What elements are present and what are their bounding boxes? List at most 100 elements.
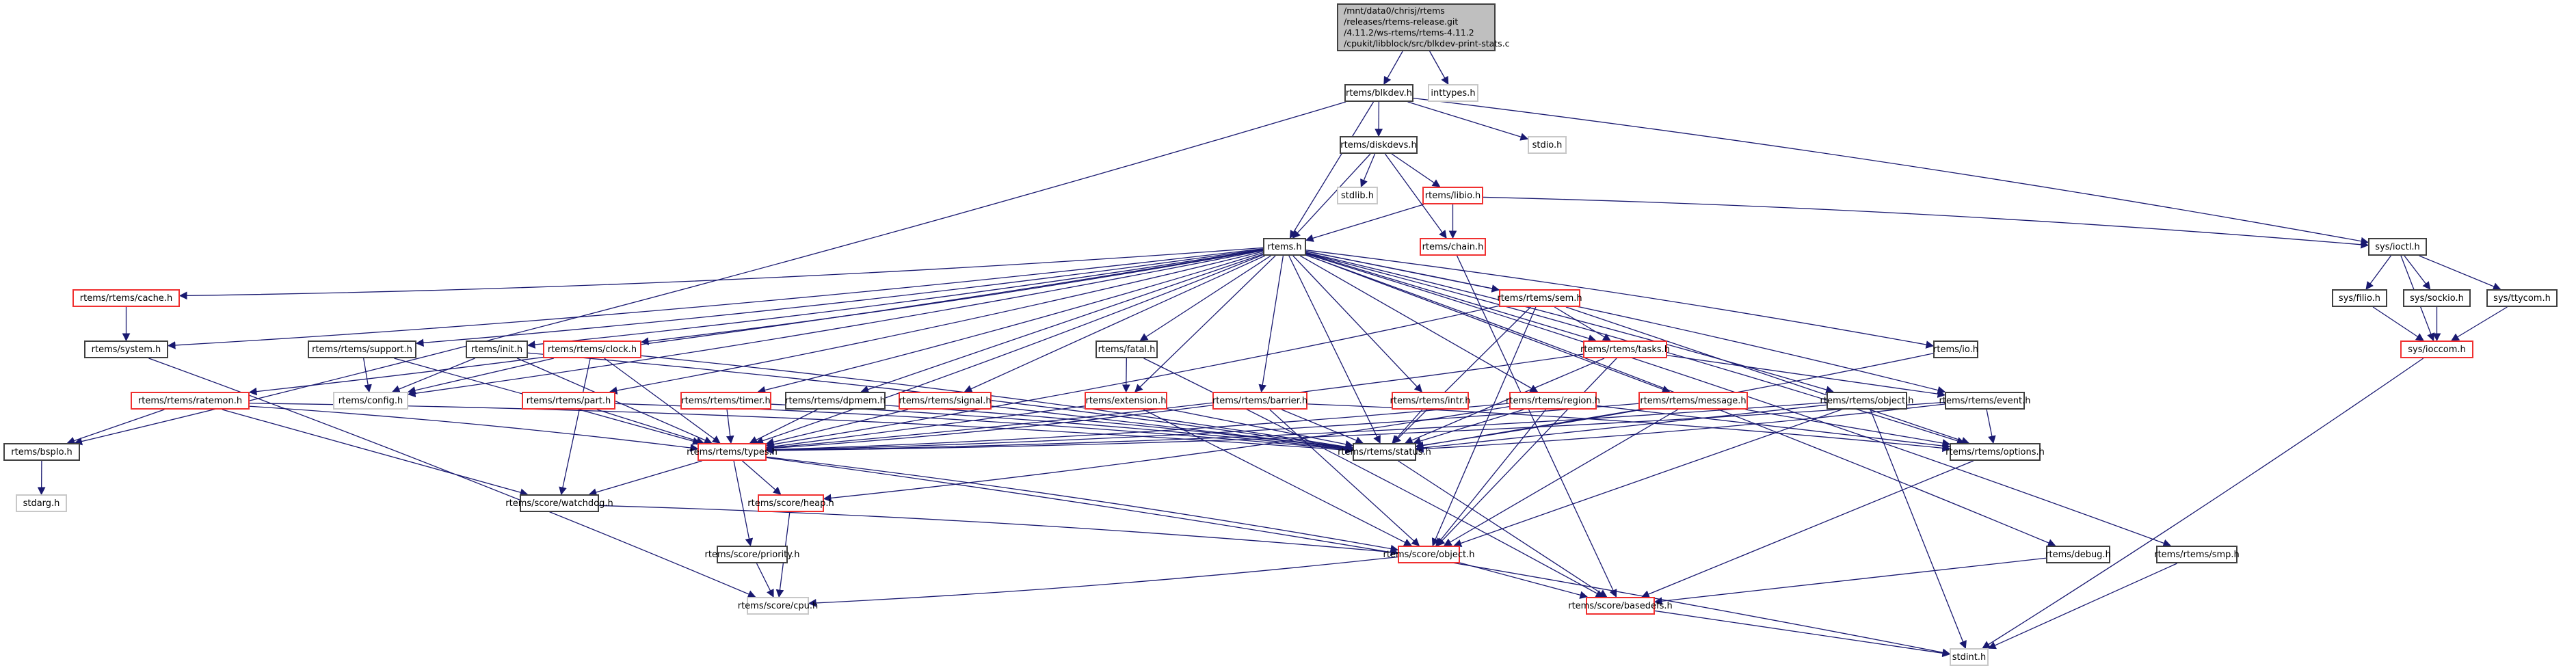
node-clock[interactable]: rtems/rtems/clock.h bbox=[543, 340, 641, 358]
node-stdio[interactable]: stdio.h bbox=[1528, 136, 1567, 154]
node-inttypes[interactable]: inttypes.h bbox=[1428, 84, 1478, 102]
node-priority[interactable]: rtems/score/priority.h bbox=[705, 546, 800, 563]
node-watchdog[interactable]: rtems/score/watchdog.h bbox=[505, 494, 613, 512]
node-config[interactable]: rtems/config.h bbox=[333, 392, 408, 410]
node-diskdevs[interactable]: rtems/diskdevs.h bbox=[1340, 136, 1418, 154]
node-ioccom[interactable]: sys/ioccom.h bbox=[2400, 340, 2473, 358]
node-label: rtems/rtems/smp.h bbox=[2154, 549, 2240, 560]
node-label: rtems/score/basedefs.h bbox=[1568, 600, 1673, 611]
node-types[interactable]: rtems/rtems/types.h bbox=[687, 443, 778, 461]
node-label: stdarg.h bbox=[23, 498, 60, 509]
node-bspio[interactable]: rtems/bspIo.h bbox=[3, 443, 80, 461]
edge-ratemon-to-watchdog bbox=[222, 409, 529, 496]
node-ioctl[interactable]: sys/ioctl.h bbox=[2368, 238, 2427, 256]
edge-rtems-to-types bbox=[755, 254, 1264, 445]
node-label: rtems/config.h bbox=[338, 395, 403, 406]
node-label: rtems/score/watchdog.h bbox=[505, 498, 613, 509]
edge-sem-to-types bbox=[765, 305, 1500, 449]
node-ttycom[interactable]: sys/ttycom.h bbox=[2486, 289, 2558, 307]
node-tasks[interactable]: rtems/rtems/tasks.h bbox=[1580, 340, 1670, 358]
node-basedefs[interactable]: rtems/score/basedefs.h bbox=[1568, 597, 1673, 615]
node-io[interactable]: rtems/io.h bbox=[1933, 340, 1978, 358]
node-label: sys/filio.h bbox=[2338, 293, 2381, 304]
edge-ratemon-to-types bbox=[249, 405, 699, 452]
node-cache[interactable]: rtems/rtems/cache.h bbox=[72, 289, 180, 307]
node-system[interactable]: rtems/system.h bbox=[84, 340, 168, 358]
node-label: rtems/rtems/signal.h bbox=[899, 395, 992, 406]
node-stdarg[interactable]: stdarg.h bbox=[16, 494, 67, 512]
node-filio[interactable]: sys/filio.h bbox=[2332, 289, 2387, 307]
edge-rtems-to-status bbox=[1288, 255, 1381, 444]
node-chain[interactable]: rtems/chain.h bbox=[1420, 238, 1486, 256]
node-heap[interactable]: rtems/score/heap.h bbox=[747, 494, 834, 512]
node-dpmem[interactable]: rtems/rtems/dpmem.h bbox=[785, 392, 886, 410]
node-status[interactable]: rtems/rtems/status.h bbox=[1338, 443, 1431, 461]
edge-watchdog-to-sobject bbox=[598, 505, 1399, 557]
root-line: /4.11.2/ws-rtems/rtems-4.11.2 bbox=[1344, 27, 1474, 38]
node-sem[interactable]: rtems/rtems/sem.h bbox=[1497, 289, 1582, 307]
node-rtems[interactable]: rtems.h bbox=[1263, 238, 1306, 256]
node-signal[interactable]: rtems/rtems/signal.h bbox=[899, 392, 992, 410]
edge-blkdev-to-rtems bbox=[1289, 101, 1375, 239]
edge-extension-to-types bbox=[765, 405, 1085, 451]
edge-rtems-to-ratemon bbox=[248, 249, 1264, 396]
edge-region-to-options bbox=[1596, 405, 1951, 450]
node-init[interactable]: rtems/init.h bbox=[466, 340, 528, 358]
edge-timer-to-types bbox=[726, 409, 734, 444]
edge-blkdev-to-stdio bbox=[1407, 101, 1529, 141]
root-line: /mnt/data0/chrisj/rtems bbox=[1344, 5, 1445, 16]
edge-region-to-sobject bbox=[1435, 409, 1547, 546]
node-robject[interactable]: rtems/rtems/object.h bbox=[1820, 392, 1913, 410]
edge-ioctl-to-ttycom bbox=[2419, 255, 2501, 291]
node-intr[interactable]: rtems/rtems/intr.h bbox=[1390, 392, 1471, 410]
edge-ioccom-to-stdint bbox=[1982, 358, 2424, 649]
node-label: rtems/rtems/ratemon.h bbox=[137, 395, 243, 406]
edge-types-to-priority bbox=[733, 460, 754, 547]
node-support[interactable]: rtems/rtems/support.h bbox=[308, 340, 416, 358]
edge-ioctl-to-sockio bbox=[2404, 255, 2431, 290]
node-label: rtems/fatal.h bbox=[1098, 344, 1156, 355]
node-label: rtems/extension.h bbox=[1085, 395, 1167, 406]
edge-options-to-basedefs bbox=[1641, 460, 1974, 598]
node-libio[interactable]: rtems/libio.h bbox=[1422, 187, 1483, 204]
node-part[interactable]: rtems/rtems/part.h bbox=[522, 392, 615, 410]
node-smp[interactable]: rtems/rtems/smp.h bbox=[2154, 546, 2240, 563]
edge-fatal-to-basedefs bbox=[1143, 358, 1604, 598]
edge-init-to-config bbox=[391, 358, 475, 393]
node-fatal[interactable]: rtems/fatal.h bbox=[1096, 340, 1158, 358]
node-options[interactable]: rtems/rtems/options.h bbox=[1946, 443, 2045, 461]
node-label: rtems/diskdevs.h bbox=[1340, 139, 1417, 150]
node-label: rtems/libio.h bbox=[1424, 190, 1481, 201]
node-barrier[interactable]: rtems/rtems/barrier.h bbox=[1212, 392, 1307, 410]
node-label: rtems/rtems/timer.h bbox=[681, 395, 771, 406]
node-timer[interactable]: rtems/rtems/timer.h bbox=[680, 392, 771, 410]
node-ratemon[interactable]: rtems/rtems/ratemon.h bbox=[131, 392, 250, 410]
edge-rtems-to-region bbox=[1299, 255, 1539, 392]
edge-robject-to-status bbox=[1415, 404, 1827, 452]
node-root[interactable]: /mnt/data0/chrisj/rtems /releases/rtems-… bbox=[1337, 3, 1510, 51]
edge-types-to-watchdog bbox=[588, 460, 702, 496]
node-label: rtems/rtems/types.h bbox=[687, 446, 778, 457]
node-extension[interactable]: rtems/extension.h bbox=[1085, 392, 1167, 410]
node-region[interactable]: rtems/rtems/region.h bbox=[1506, 392, 1600, 410]
node-sobject[interactable]: rtems/score/object.h bbox=[1383, 546, 1475, 563]
edge-clock-to-types bbox=[604, 358, 721, 444]
node-debug[interactable]: rtems/debug.h bbox=[2045, 546, 2111, 563]
node-message[interactable]: rtems/rtems/message.h bbox=[1638, 392, 1748, 410]
node-label: rtems/rtems/cache.h bbox=[79, 293, 173, 304]
node-label: rtems/rtems/intr.h bbox=[1390, 395, 1471, 406]
node-event[interactable]: rtems/rtems/event.h bbox=[1939, 392, 2030, 410]
edge-extension-to-sobject bbox=[1143, 409, 1412, 546]
node-sockio[interactable]: sys/sockio.h bbox=[2403, 289, 2471, 307]
edge-clock-to-watchdog bbox=[559, 358, 591, 496]
node-stdint[interactable]: stdint.h bbox=[1950, 648, 1989, 666]
edge-basedefs-to-stdint bbox=[1654, 610, 1951, 658]
node-blkdev[interactable]: rtems/blkdev.h bbox=[1344, 84, 1413, 102]
edge-sem-to-sobject bbox=[1431, 306, 1537, 547]
edge-clock-to-status bbox=[641, 355, 1354, 451]
node-cpu[interactable]: rtems/score/cpu.h bbox=[738, 597, 818, 615]
root-line: /releases/rtems-release.git bbox=[1344, 16, 1459, 27]
edge-types-to-stdint bbox=[766, 457, 1951, 656]
node-stdlib[interactable]: stdlib.h bbox=[1337, 187, 1378, 204]
edge-diskdevs-to-stdlib bbox=[1360, 153, 1376, 188]
